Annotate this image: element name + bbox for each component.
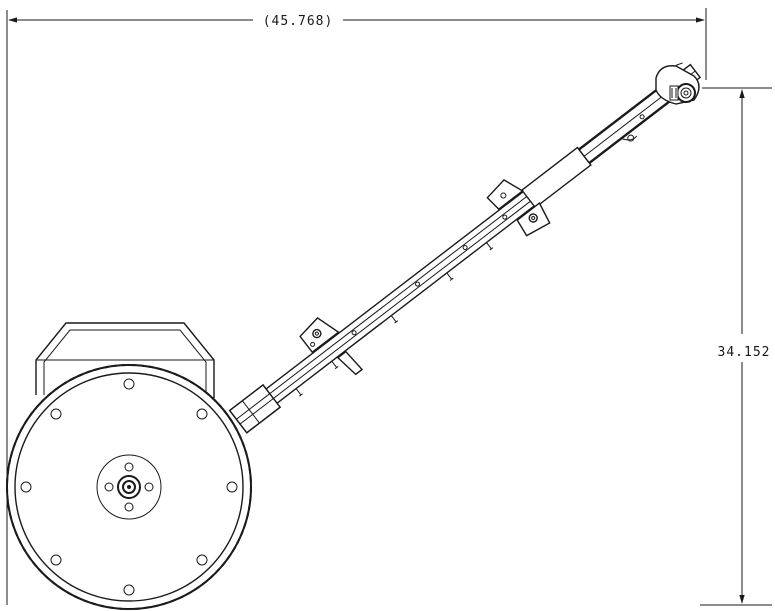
wheel-tread [6, 364, 252, 610]
horizontal-dimension: (45.768) [6, 8, 707, 605]
boom-pegs [295, 242, 494, 397]
upper-clamp-bracket [486, 179, 551, 237]
vertical-dimension-label: 34.152 [718, 345, 771, 360]
wheel-inner-rim [14, 372, 244, 602]
vertical-dimension: 34.152 [700, 87, 772, 606]
tip-roller [676, 83, 696, 103]
boom-root-mount [228, 383, 282, 434]
wheel-hub [96, 454, 162, 520]
boom-tip [655, 65, 700, 105]
boom-slide-collar [520, 146, 592, 209]
horizontal-dimension-label: (45.768) [263, 14, 334, 29]
wheel-bolt-holes [20, 378, 238, 596]
main-wheel [6, 364, 252, 610]
lower-clamp-bracket [299, 317, 364, 376]
boom-arm [228, 62, 702, 434]
